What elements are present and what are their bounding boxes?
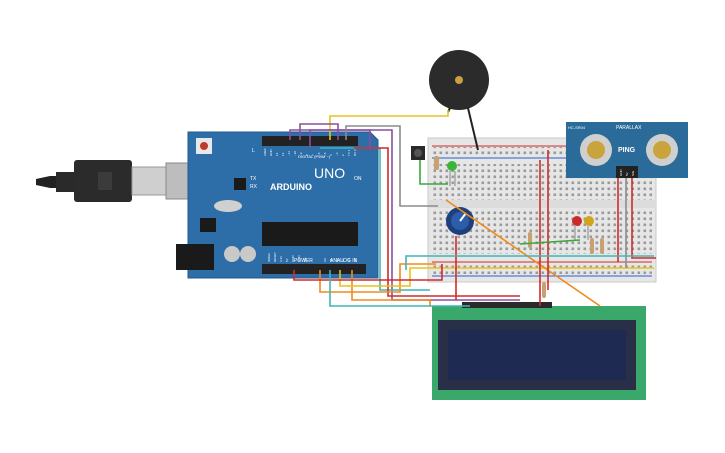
piezo-buzzer — [429, 50, 489, 151]
digital-pin-label: ~5 — [323, 152, 327, 156]
dc-jack — [176, 244, 214, 270]
power-pin-label: IOREF — [267, 253, 271, 262]
power-pin-label: RESET — [273, 252, 277, 262]
power-pin-label: 3.3V — [279, 256, 283, 262]
sensor-brand: PARALLAX — [616, 125, 642, 131]
digital-pin-label: ~9 — [299, 152, 303, 156]
push-button[interactable] — [411, 146, 425, 160]
analog-pin-label: A5 — [353, 258, 357, 262]
sensor-pin-label: GND — [619, 169, 623, 177]
digital-pin-label: RX 0 — [353, 149, 357, 156]
analog-pin-label: A4 — [347, 258, 351, 262]
resistor-yellow-led — [600, 238, 604, 254]
board-model: UNO — [314, 165, 345, 181]
tx-label: TX — [250, 176, 257, 182]
power-pin-label: GND — [291, 255, 295, 263]
digital-pin-label: ~6 — [317, 152, 321, 156]
digital-pin-label: 12 — [281, 152, 285, 156]
power-analog-header — [262, 264, 366, 274]
lcd-16x2 — [432, 302, 646, 400]
sensor-name: PING — [618, 147, 636, 154]
sensor-pin-label: SIG — [631, 170, 635, 176]
arduino-logo-text: ARDUINO — [270, 182, 312, 192]
power-pin-label: GND — [297, 255, 301, 263]
l-label: L — [252, 148, 255, 154]
potentiometer[interactable] — [446, 207, 474, 235]
resistor-red-led — [590, 238, 594, 254]
analog-pin-label: A1 — [329, 258, 333, 262]
digital-pin-label: GND — [269, 149, 273, 157]
analog-pin-label: A2 — [335, 258, 339, 262]
sensor-pin-label: 5V — [625, 172, 629, 176]
resistor-lcd — [542, 282, 546, 298]
wires — [289, 110, 656, 307]
power-pin-label: 5V — [285, 258, 289, 262]
digital-pin-label: 8 — [305, 154, 309, 156]
usb-cable — [36, 160, 213, 202]
digital-pin-label: 2 — [341, 154, 345, 156]
yellow-led — [584, 216, 594, 240]
digital-pin-label: AREF — [263, 148, 267, 156]
digital-label: DIGITAL (PWM ~) — [298, 154, 331, 159]
analog-pin-label: A3 — [341, 258, 345, 262]
digital-pin-label: ~11 — [287, 151, 291, 156]
lcd-header — [462, 302, 552, 308]
rx-label: RX — [250, 184, 258, 190]
on-label: ON — [354, 176, 362, 182]
resistor — [434, 156, 439, 170]
digital-pin-label: ~10 — [293, 151, 297, 156]
digital-pin-label: TX 1 — [347, 149, 351, 156]
resistor-center — [528, 232, 532, 248]
sensor-model: HC-SR04 — [568, 125, 586, 130]
green-led — [434, 156, 457, 186]
atmega-chip — [262, 222, 358, 246]
digital-pin-label: 13 — [275, 152, 279, 156]
red-led — [572, 216, 582, 240]
analog-pin-label: A0 — [323, 258, 327, 262]
arduino-uno-board: ARDUINO UNO TX RX ON L DIGITAL (PWM ~) P… — [176, 131, 379, 279]
analog-label: ANALOG IN — [330, 258, 358, 264]
digital-pin-label: 4 — [329, 154, 333, 156]
digital-pin-label: 7 — [311, 154, 315, 156]
power-pin-label: Vin — [303, 257, 307, 262]
power-label: POWER — [294, 258, 313, 264]
digital-pin-label: ~3 — [335, 152, 339, 156]
